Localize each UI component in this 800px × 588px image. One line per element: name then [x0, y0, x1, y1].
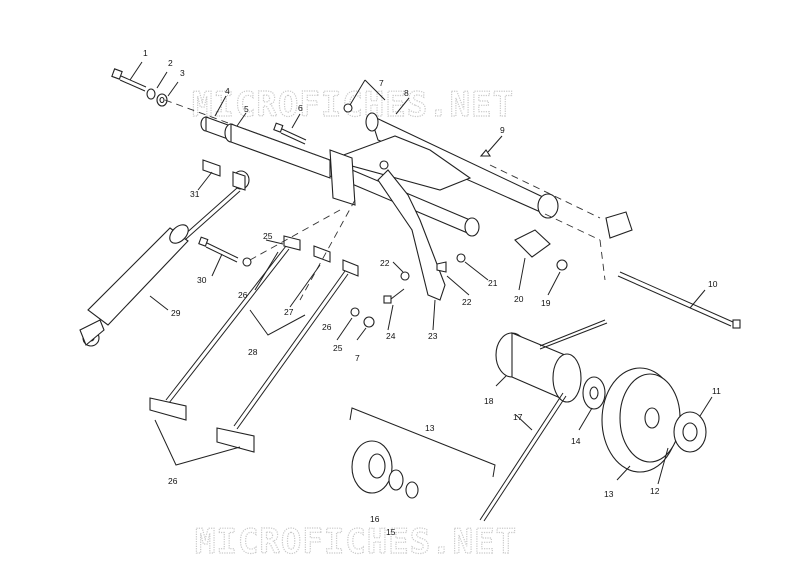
watermark-bottom: MICROFICHES.NET	[195, 522, 517, 562]
shaft-4-5	[200, 116, 353, 185]
axis-line-f	[599, 239, 606, 281]
label-part-4: 4	[225, 86, 230, 96]
rod-17	[479, 392, 567, 522]
leader-lines	[129, 61, 713, 485]
nut-25	[363, 316, 375, 328]
label-part-26-mid: 26	[322, 322, 332, 332]
nut-7-a	[343, 103, 353, 113]
label-part-26-bottom: 26	[168, 476, 178, 486]
clip-9	[479, 149, 492, 157]
label-part-13-wheel: 13	[604, 489, 614, 499]
ring-15	[405, 481, 419, 499]
label-part-21: 21	[488, 278, 498, 288]
label-part-8: 8	[404, 88, 409, 98]
label-part-23: 23	[428, 331, 438, 341]
label-part-16: 16	[370, 514, 380, 524]
label-part-11: 11	[712, 386, 721, 396]
hub-11	[673, 411, 707, 453]
label-part-5: 5	[244, 104, 249, 114]
label-part-20: 20	[514, 294, 524, 304]
bracket-23	[377, 169, 446, 301]
label-part-7-top: 7	[379, 78, 384, 88]
label-part-25-left: 25	[263, 231, 273, 241]
spring-18	[495, 319, 608, 403]
bolt-30	[198, 236, 252, 267]
group-lines-7	[349, 79, 386, 106]
label-part-6: 6	[298, 103, 303, 113]
axis-line-b	[489, 164, 601, 219]
nut-21	[456, 253, 466, 263]
label-part-10: 10	[708, 279, 718, 289]
bearing-16	[388, 469, 404, 491]
axis-line-e	[299, 199, 356, 301]
label-part-25-right: 25	[333, 343, 343, 353]
block-20	[514, 229, 551, 258]
group-lines-28	[249, 309, 306, 336]
group-bracket-13	[349, 407, 496, 478]
nut-7-b	[379, 160, 389, 170]
label-part-15: 15	[386, 527, 396, 537]
label-part-14: 14	[571, 436, 581, 446]
spacer-22	[436, 261, 447, 273]
axis-line-a	[164, 99, 331, 161]
axis-line-c	[544, 213, 601, 241]
label-part-1: 1	[143, 48, 148, 58]
group-lines-26	[154, 419, 241, 466]
bolt-24	[383, 288, 405, 304]
washer-26	[350, 307, 360, 317]
label-part-2: 2	[168, 58, 173, 68]
wheel-13	[601, 367, 681, 473]
washer-2	[146, 88, 156, 100]
label-part-18: 18	[484, 396, 494, 406]
bolt-10	[617, 271, 741, 329]
label-part-22-right: 22	[462, 297, 472, 307]
washer-22	[400, 271, 410, 281]
label-part-29: 29	[171, 308, 181, 318]
axis-line-d	[249, 209, 341, 261]
label-part-26-left: 26	[238, 290, 248, 300]
label-part-19: 19	[541, 298, 551, 308]
label-part-31: 31	[190, 189, 200, 199]
washer-14-hole	[589, 386, 599, 400]
label-part-7-bottom: 7	[355, 353, 360, 363]
label-part-13-group: 13	[425, 423, 435, 433]
main-frame-8	[328, 112, 559, 237]
watermark-top: MICROFICHES.NET	[192, 85, 514, 125]
label-part-22-left: 22	[380, 258, 390, 268]
bushing-body	[232, 171, 246, 191]
bolt-6	[273, 122, 307, 145]
washer-3-hole	[159, 96, 165, 104]
label-part-28: 28	[248, 347, 258, 357]
washer-19	[556, 259, 568, 271]
label-part-3: 3	[180, 68, 185, 78]
end-bracket	[605, 211, 633, 239]
link-rods-28	[149, 235, 359, 453]
bolt-1	[111, 68, 147, 92]
label-part-12: 12	[650, 486, 660, 496]
bushing-31	[202, 159, 221, 177]
label-part-24: 24	[386, 331, 396, 341]
label-part-27: 27	[284, 307, 294, 317]
label-part-17: 17	[513, 412, 523, 422]
label-part-30: 30	[197, 275, 207, 285]
shock-29	[79, 187, 241, 347]
label-part-9: 9	[500, 125, 505, 135]
small-wheel-13	[351, 440, 393, 494]
